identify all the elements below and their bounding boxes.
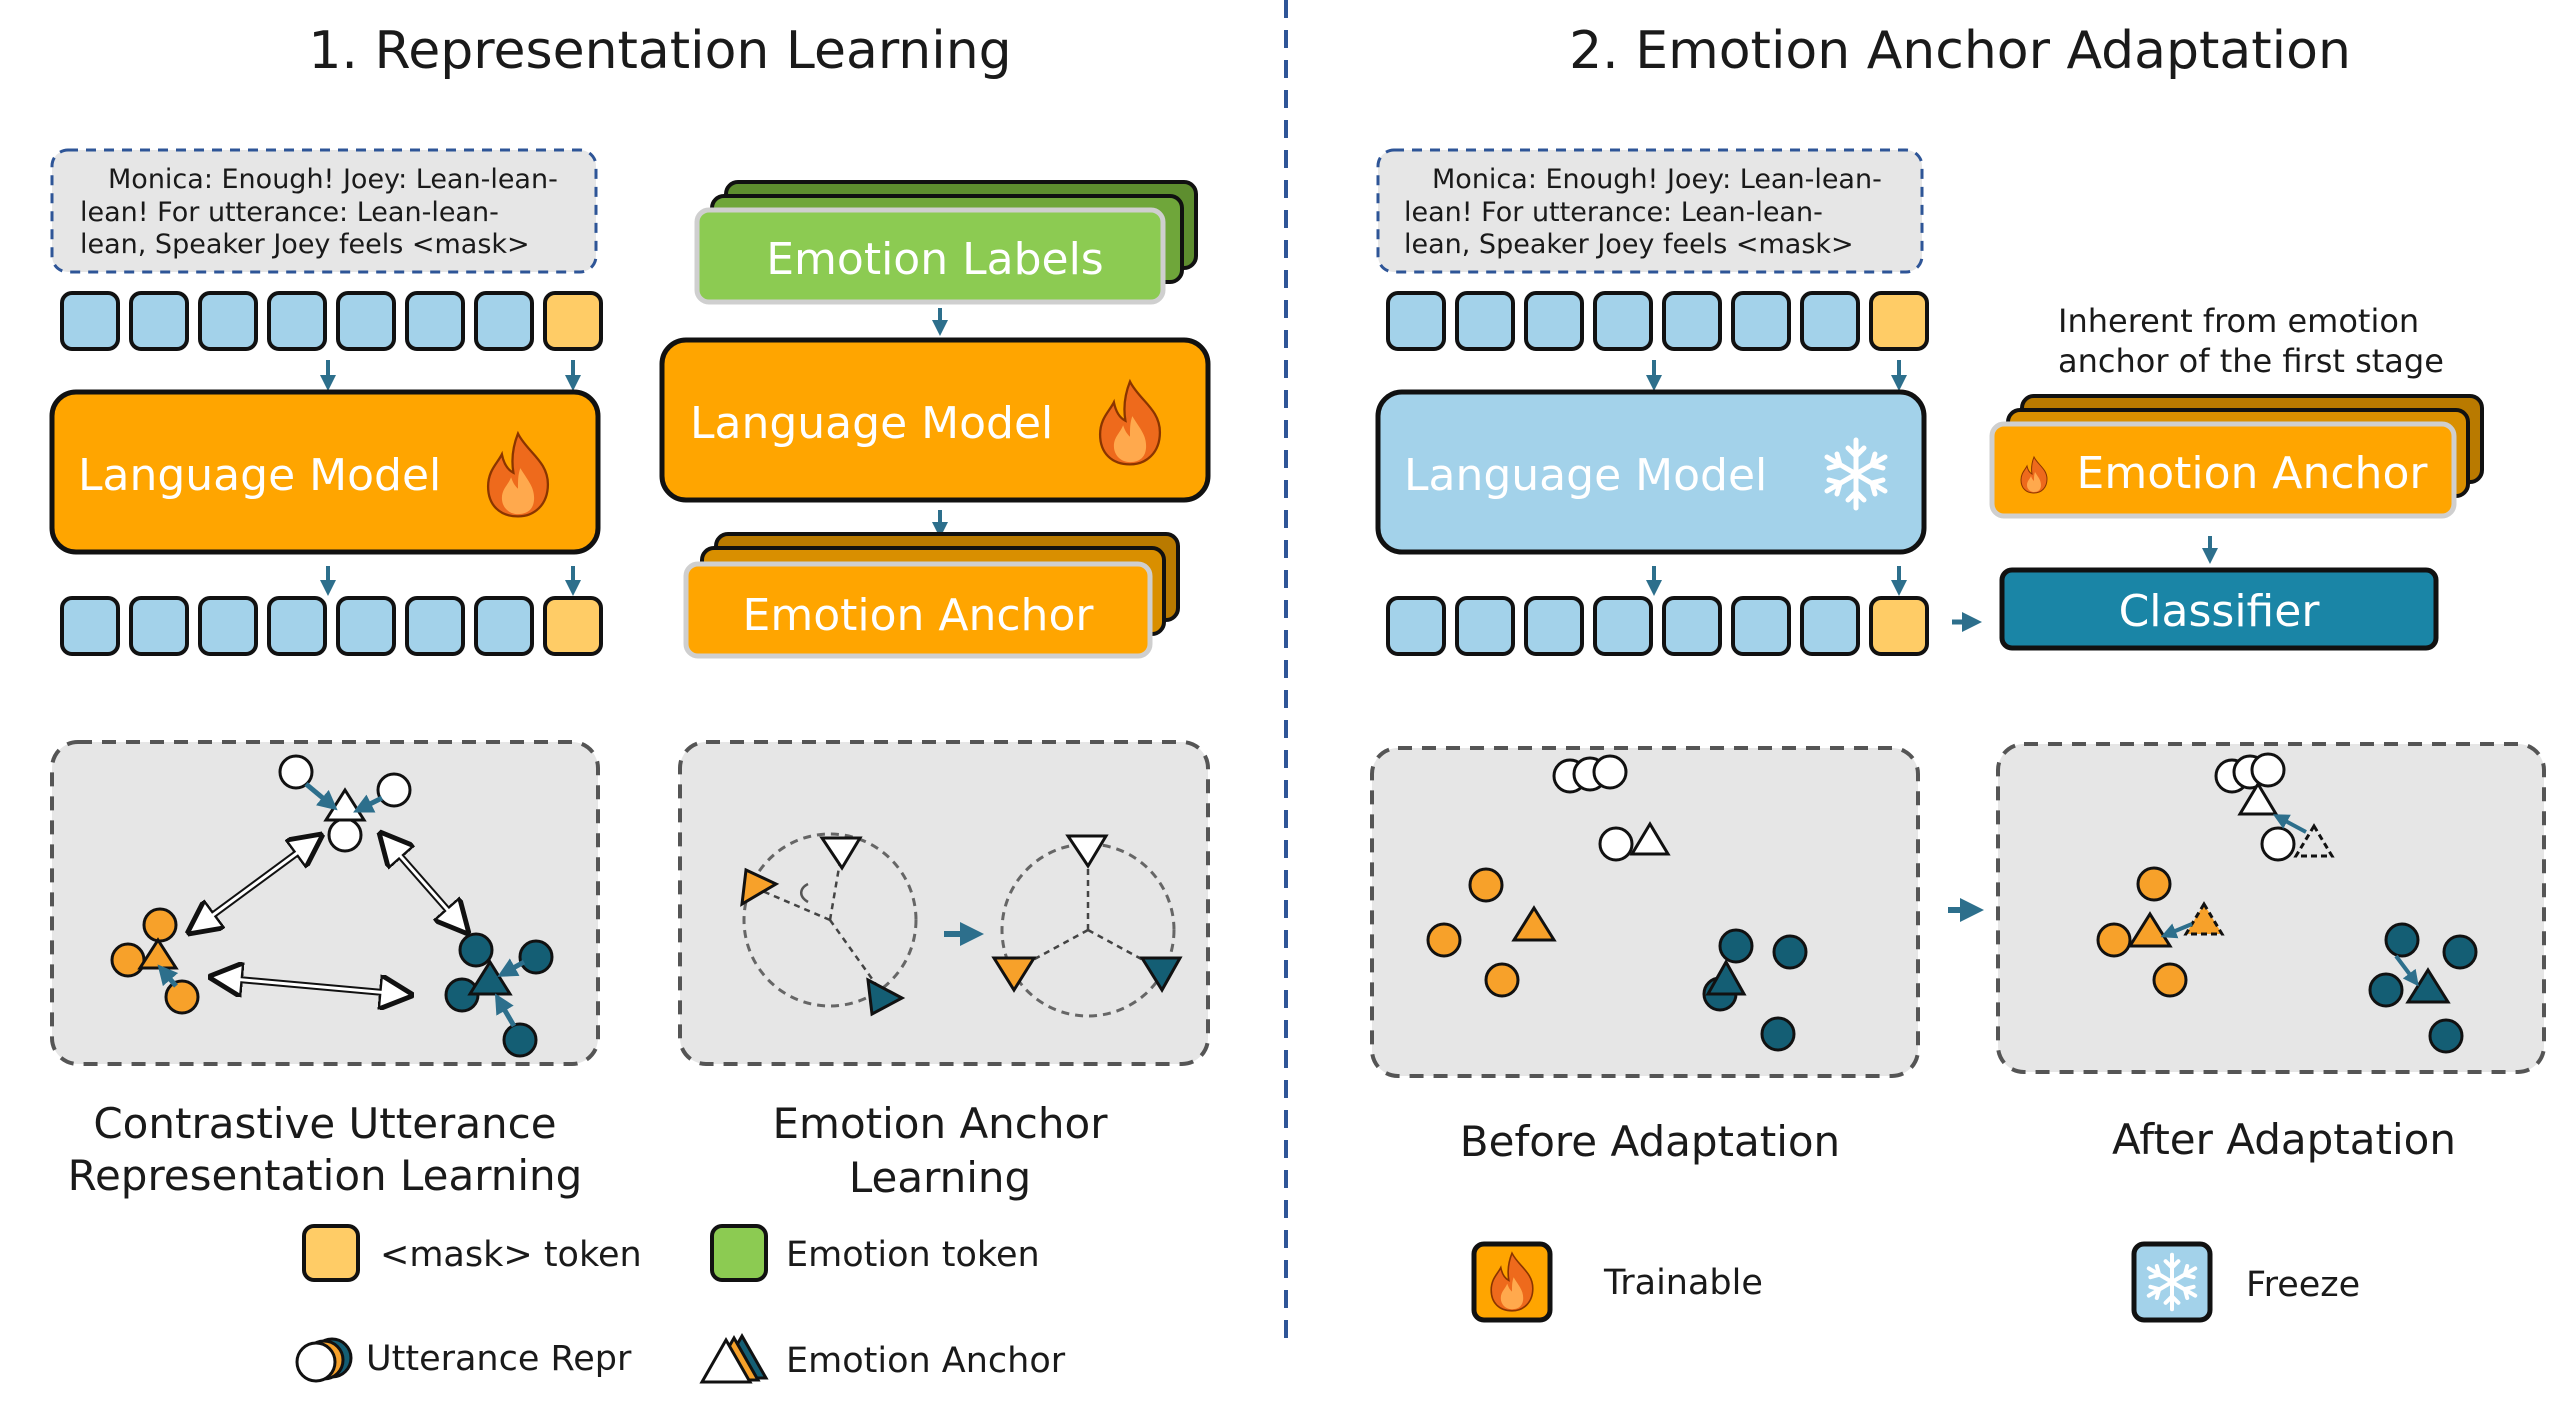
- contrastive-learning-panel: [50, 740, 600, 1066]
- svg-text:lean, Speaker Joey feels <mask: lean, Speaker Joey feels <mask>: [80, 229, 530, 260]
- svg-text:Emotion Anchor: Emotion Anchor: [2077, 448, 2429, 499]
- prompt-box-stage2: Monica: Enough! Joey: Lean-lean- lean! F…: [1376, 148, 1924, 274]
- svg-text:Monica: Enough! Joey: Lean-lea: Monica: Enough! Joey: Lean-lean-: [108, 164, 558, 195]
- mask-token: [543, 291, 603, 351]
- input-token-row-stage2: [1386, 291, 1929, 351]
- svg-text:lean, Speaker Joey feels <mask: lean, Speaker Joey feels <mask>: [1404, 229, 1854, 260]
- anchor-learning-panel: [678, 740, 1210, 1066]
- svg-text:lean! For utterance: Lean-lean: lean! For utterance: Lean-lean-: [80, 197, 499, 228]
- svg-text:Freeze: Freeze: [2246, 1265, 2360, 1305]
- svg-text:anchor of the first stage: anchor of the first stage: [2058, 342, 2444, 380]
- emotion-anchor-stack-stage1: Emotion Anchor: [683, 532, 1180, 659]
- language-model-box-stage1: Language Model: [49, 389, 601, 555]
- prompt-box-stage1: Monica: Enough! Joey: Lean-lean- lean! F…: [50, 148, 598, 274]
- stage2-title: 2. Emotion Anchor Adaptation: [1569, 21, 2351, 81]
- svg-text:<mask> token: <mask> token: [380, 1235, 642, 1275]
- legend-emotion-anchor: Emotion Anchor: [699, 1332, 1066, 1384]
- legend-utterance-repr: Utterance Repr: [295, 1337, 632, 1383]
- svg-text:Classifier: Classifier: [2119, 586, 2321, 637]
- caption-anchor-learning-1: Emotion Anchor: [773, 1099, 1109, 1148]
- output-token-row-stage1: [60, 596, 603, 656]
- caption-after: After Adaptation: [2112, 1115, 2456, 1164]
- svg-text:Language Model: Language Model: [78, 450, 441, 501]
- language-model-box-anchor: Language Model: [659, 337, 1211, 503]
- emotion-labels-stack: Emotion Labels: [694, 180, 1198, 305]
- svg-text:Emotion Anchor: Emotion Anchor: [743, 590, 1095, 641]
- svg-text:lean! For utterance: Lean-lean: lean! For utterance: Lean-lean-: [1404, 197, 1823, 228]
- legend-mask-token: <mask> token: [302, 1224, 642, 1282]
- inherent-note: Inherent from emotion anchor of the firs…: [2058, 302, 2444, 380]
- caption-before: Before Adaptation: [1460, 1117, 1840, 1166]
- output-token-row-stage2: [1386, 596, 1929, 656]
- svg-text:Emotion token: Emotion token: [786, 1235, 1040, 1275]
- emotion-anchor-stack-stage2: Emotion Anchor: [1989, 394, 2484, 519]
- svg-text:Inherent from emotion: Inherent from emotion: [2058, 302, 2419, 340]
- svg-text:Trainable: Trainable: [1603, 1263, 1763, 1303]
- legend-freeze: Freeze: [2131, 1241, 2360, 1323]
- after-adaptation-panel: [1996, 742, 2546, 1074]
- stage1-title: 1. Representation Learning: [308, 21, 1011, 81]
- svg-text:Utterance Repr: Utterance Repr: [366, 1339, 632, 1379]
- caption-contrastive-2: Representation Learning: [68, 1151, 583, 1200]
- input-token-row-stage1: [60, 291, 603, 351]
- svg-text:Emotion Labels: Emotion Labels: [766, 234, 1103, 285]
- before-adaptation-panel: [1370, 746, 1920, 1078]
- caption-anchor-learning-2: Learning: [849, 1153, 1031, 1202]
- svg-text:Emotion Anchor: Emotion Anchor: [786, 1341, 1066, 1381]
- svg-text:Monica: Enough! Joey: Lean-lea: Monica: Enough! Joey: Lean-lean-: [1432, 164, 1882, 195]
- language-model-box-frozen: Language Model: [1375, 389, 1927, 555]
- caption-contrastive-1: Contrastive Utterance: [93, 1099, 556, 1148]
- svg-text:Language Model: Language Model: [690, 398, 1053, 449]
- classifier-box: Classifier: [1999, 567, 2439, 651]
- legend-emotion-token: Emotion token: [710, 1224, 1040, 1282]
- svg-text:Language Model: Language Model: [1404, 450, 1767, 501]
- legend-trainable: Trainable: [1471, 1241, 1763, 1323]
